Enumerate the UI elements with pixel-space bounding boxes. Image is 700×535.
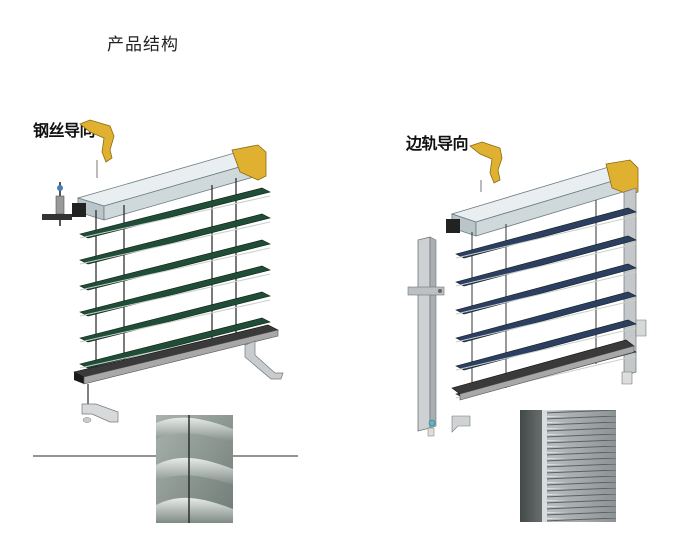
left-slat-edge [79, 195, 271, 239]
left-slat-edge [79, 299, 271, 343]
side-rail-closeup-photo [520, 410, 616, 522]
right-blind-diagram [407, 141, 647, 437]
side-rail-guide-label: 边轨导向 [406, 134, 469, 153]
right-bottom-rail [459, 345, 635, 401]
rail-guide-bracket-icon [469, 141, 503, 184]
wire-guide-label: 钢丝导向 [33, 121, 96, 140]
detached-side-rail [417, 236, 431, 432]
page-title: 产品结构 [107, 35, 179, 55]
right-slat-edge [455, 243, 637, 287]
left-bottom-rail [83, 329, 279, 385]
left-blind-diagram [42, 119, 284, 423]
right-slat-edge [455, 299, 637, 343]
floor-bracket-icon [244, 340, 284, 380]
left-slats-group [79, 187, 271, 369]
right-slat-edge [455, 327, 637, 371]
right-slat-edge [455, 215, 637, 259]
right-end-cap-icon [605, 159, 639, 196]
rail-end-fitting-icon [451, 415, 471, 433]
tension-bracket-icon [42, 214, 72, 220]
left-slat [79, 213, 271, 265]
left-slat-edge [79, 273, 271, 317]
left-slat [79, 239, 271, 291]
left-slat-edge [79, 221, 271, 265]
right-slat-edge [455, 271, 637, 315]
floor-anchor-icon [81, 403, 119, 423]
left-slat-edge [79, 247, 271, 291]
wire-guide-closeup-photo [156, 415, 233, 523]
headrail-end-cap-icon [231, 144, 267, 181]
wire-guide-bracket-icon [79, 119, 115, 163]
left-slat [79, 265, 271, 317]
